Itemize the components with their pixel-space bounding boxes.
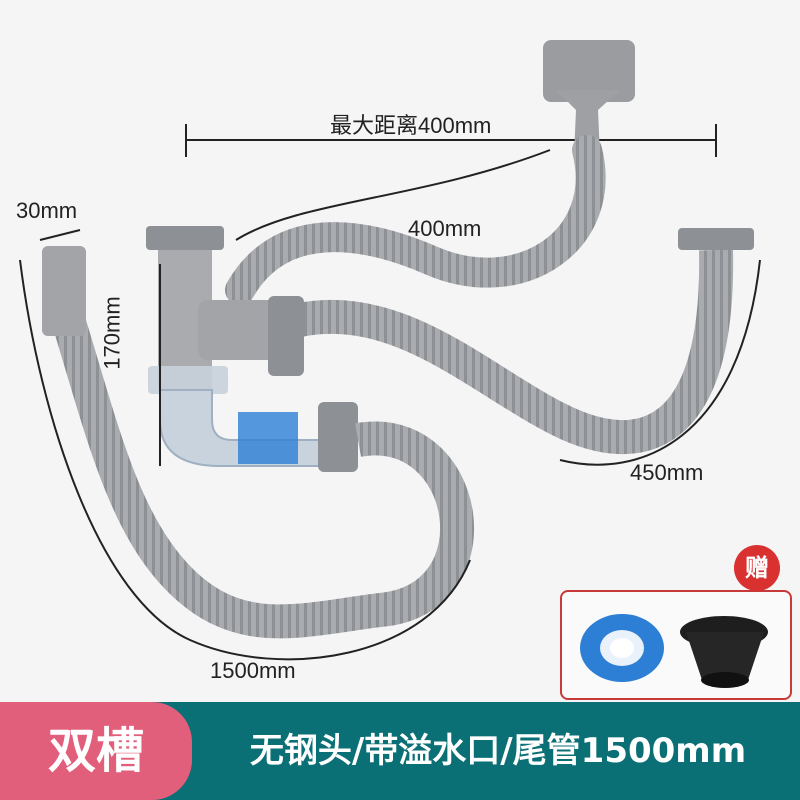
gift-items-illustration <box>580 614 768 688</box>
right-strainer-cap <box>678 228 754 250</box>
rubber-seal-icon <box>680 616 768 688</box>
tail-pipe-end <box>42 246 86 336</box>
long-hose-450 <box>296 249 734 455</box>
long-hose-label: 450mm <box>630 460 704 485</box>
spec-label: 无钢头/带溢水口/尾管1500mm <box>249 731 747 771</box>
left-strainer-body <box>146 226 358 472</box>
max-distance-dimension-line <box>185 124 717 157</box>
gift-box <box>560 590 792 700</box>
overflow-hose <box>225 135 606 305</box>
type-badge-bg <box>0 702 192 800</box>
overflow-head <box>543 40 635 155</box>
max-distance-label: 最大距离400mm <box>330 113 492 138</box>
diameter-label: 30mm <box>16 198 78 223</box>
height-label: 170mm <box>99 296 125 370</box>
tail-pipe-label: 1500mm <box>210 658 296 683</box>
ptfe-tape-icon <box>580 614 664 682</box>
short-hose-label: 400mm <box>408 216 482 241</box>
dimension-guides <box>19 149 761 661</box>
gift-badge: 赠 <box>734 545 780 591</box>
type-label: 双槽 <box>47 723 144 779</box>
tail-pipe-1500 <box>45 294 474 639</box>
